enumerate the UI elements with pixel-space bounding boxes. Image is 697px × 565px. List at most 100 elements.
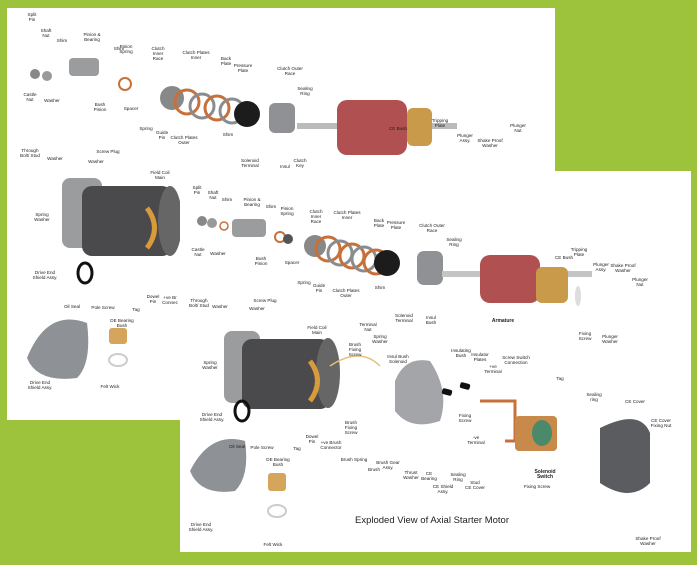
back-part-label: Pinion Spring bbox=[119, 44, 133, 55]
yoke-body bbox=[224, 331, 381, 409]
bearing-bush bbox=[268, 473, 286, 491]
pinion-assembly bbox=[197, 216, 293, 244]
front-part-label: Spring Washer bbox=[372, 334, 388, 345]
front-part-label: Solenoid Switch bbox=[534, 469, 556, 481]
drive-end-shield bbox=[190, 439, 247, 492]
front-part-label: Insul Bush bbox=[425, 315, 437, 326]
back-part-label: Clutch Outer Race bbox=[277, 66, 303, 77]
front-part-label: Clutch Plates Outer bbox=[332, 288, 360, 299]
back-part-label: Back Plate bbox=[220, 56, 232, 67]
front-part-label: Dowel Pin bbox=[305, 434, 319, 445]
front-part-label: +ve Terminal bbox=[484, 364, 502, 375]
front-part-label: Pressure Plate bbox=[386, 220, 406, 231]
front-part-label: Plunger Washer bbox=[602, 334, 618, 345]
front-part-label: Tripping Plate bbox=[570, 247, 588, 258]
felt-wick bbox=[108, 353, 128, 367]
front-part-label: -ve Terminal bbox=[467, 435, 485, 446]
clutch-plates bbox=[160, 86, 260, 127]
armature bbox=[480, 255, 540, 303]
front-part-label: Shaft Nut bbox=[207, 190, 219, 201]
front-part-label: Spring Washer bbox=[202, 360, 218, 371]
back-part-label: Field Coil Main bbox=[150, 170, 170, 181]
front-part-label: Clutch Plates Inner bbox=[333, 210, 361, 221]
oil-seal bbox=[233, 399, 251, 423]
front-part-label: Back Plate bbox=[373, 218, 385, 229]
front-part-label: Drive End Shield Assy. bbox=[188, 522, 214, 533]
front-part-label: CE Bearing bbox=[421, 471, 437, 482]
front-part-label: Split Pin bbox=[192, 185, 202, 196]
clutch-plates bbox=[304, 235, 400, 276]
back-part-label: Insul bbox=[280, 164, 290, 169]
front-part-label: Brush Gear Assy. bbox=[376, 460, 400, 471]
yoke-body bbox=[62, 178, 182, 256]
front-part-label: Washer bbox=[210, 251, 226, 256]
front-part-label: Through Bolt/ Stud bbox=[189, 298, 209, 309]
ce-shield bbox=[395, 360, 444, 425]
back-part-label: Tag bbox=[132, 307, 140, 312]
front-part-label: Bush Pinion bbox=[254, 256, 268, 267]
front-part-label: Tag bbox=[556, 376, 564, 381]
front-part-label: Washer bbox=[249, 306, 265, 311]
back-part-label: Spacer bbox=[123, 106, 139, 111]
back-part-label: +ve Br Connec bbox=[162, 295, 178, 306]
back-part-label: Sealing Ring bbox=[297, 86, 313, 97]
front-part-label: Sealing Ring bbox=[450, 472, 466, 483]
armature bbox=[337, 100, 407, 155]
front-part-label: Brush bbox=[367, 467, 381, 472]
front-part-label: Spacer bbox=[284, 260, 300, 265]
front-part-label: Sealing ring bbox=[586, 392, 602, 403]
front-part-label: Brush Fixing Screw bbox=[348, 342, 362, 358]
back-part-label: Shim bbox=[113, 46, 125, 51]
back-part-label: Drive End Shield Assy. bbox=[32, 270, 58, 281]
front-part-label: Castle Nut bbox=[191, 247, 205, 258]
front-part-label: CE Cover bbox=[625, 399, 645, 404]
front-part-label: CE Shield Assy. bbox=[432, 484, 454, 495]
front-part-label: Insul Bush Solenoid bbox=[387, 354, 409, 365]
back-part-label: Shim bbox=[222, 132, 234, 137]
front-part-label: Guide Pin bbox=[312, 283, 326, 294]
back-part-label: Clutch Key bbox=[293, 158, 307, 169]
front-part-label: Shake Proof Washer bbox=[635, 536, 661, 547]
back-part-label: Through Bolt/ Stud bbox=[20, 148, 40, 159]
front-part-label: Pinion Spring bbox=[280, 206, 294, 217]
back-part-label: Washer bbox=[44, 98, 60, 103]
back-part-label: Pole Screw bbox=[91, 305, 115, 310]
back-part-label: Felt Wick bbox=[100, 384, 120, 389]
front-part-label: Stud CE Cover bbox=[465, 480, 485, 491]
front-part-label: Fixing Screw bbox=[523, 484, 551, 489]
front-part-label: Fixing Screw bbox=[578, 331, 592, 342]
back-part-label: CE Bush bbox=[388, 126, 408, 131]
front-part-label: Insulating Bush bbox=[451, 348, 471, 359]
felt-wick bbox=[267, 504, 287, 518]
front-part-label: Armature bbox=[491, 318, 515, 324]
front-part-label: Oil Seal bbox=[228, 444, 246, 449]
back-part-label: Screw Plug bbox=[96, 149, 120, 154]
front-part-label: +ve Brush Connector bbox=[320, 440, 342, 451]
front-part-label: Tag bbox=[293, 446, 301, 451]
front-part-label: Terminal Nut bbox=[359, 322, 377, 333]
front-part-label: Shim bbox=[221, 197, 233, 202]
front-part-label: Sealing Ring bbox=[446, 237, 462, 248]
back-part-label: Oil Seal bbox=[63, 304, 81, 309]
back-part-label: Split Pin bbox=[27, 12, 37, 23]
back-part-label: Shake Proof Washer bbox=[477, 138, 503, 149]
front-part-label: Thrust Washer bbox=[403, 470, 419, 481]
back-part-label: Drive End Shield Assy. bbox=[27, 380, 53, 391]
front-part-label: Washer bbox=[212, 304, 228, 309]
oil-seal bbox=[76, 261, 94, 285]
front-part-label: CE Cover Fixing Nut bbox=[650, 418, 672, 429]
front-part-label: Shake Proof Washer bbox=[610, 263, 636, 274]
clutch-outer-race bbox=[269, 103, 295, 133]
back-part-label: Shaft Nut bbox=[40, 28, 52, 39]
back-part-label: Castle Nut bbox=[23, 92, 37, 103]
front-part-label: DE Bearing Bush bbox=[266, 457, 290, 468]
front-part-label: Brush Fixing Screw bbox=[344, 420, 358, 436]
back-part-label: Shim bbox=[56, 38, 68, 43]
front-part-label: Spring bbox=[297, 280, 311, 285]
back-part-label: Clutch Plates Inner bbox=[182, 50, 210, 61]
pinion-assembly bbox=[30, 58, 132, 91]
front-part-label: Insulator Plates bbox=[471, 352, 489, 363]
back-part-label: Solenoid Terminal bbox=[241, 158, 259, 169]
front-part-label: CE Bush bbox=[554, 255, 574, 260]
front-part-label: Clutch Outer Race bbox=[419, 223, 445, 234]
